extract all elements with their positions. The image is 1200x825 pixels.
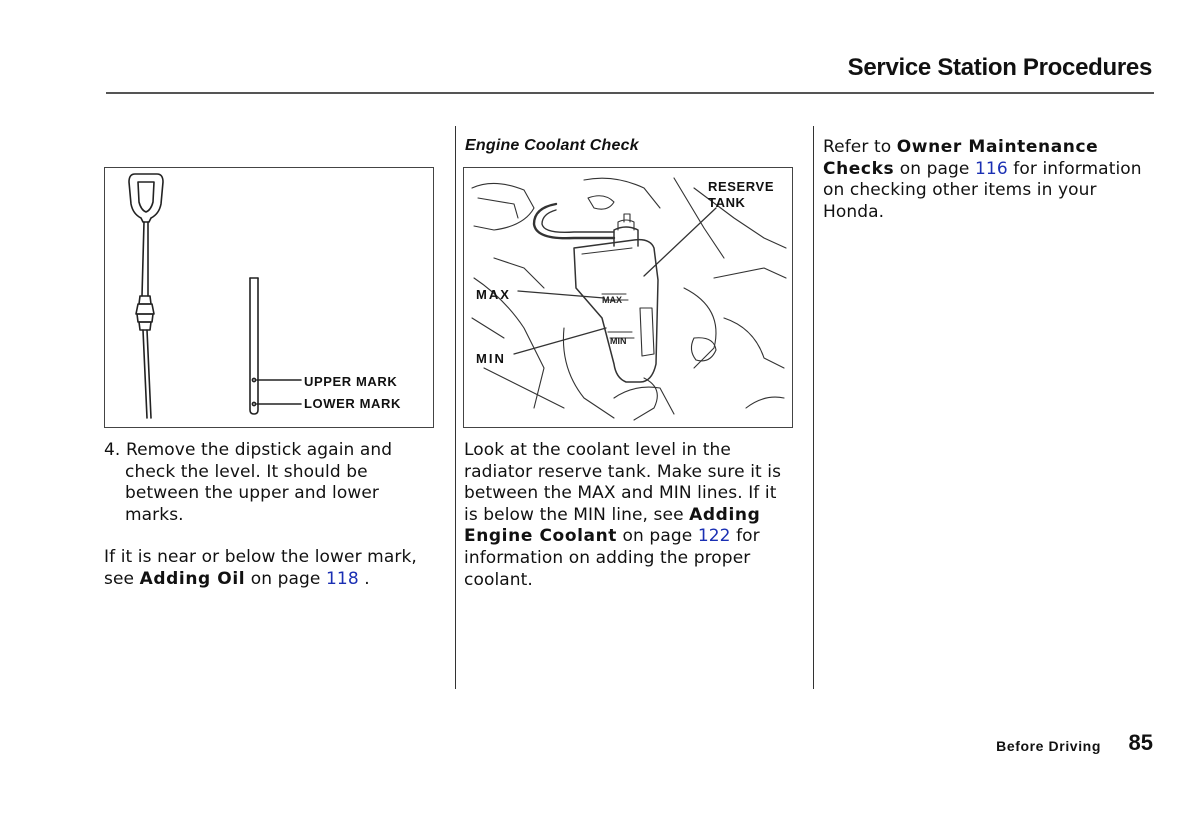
paragraph-text: for information on checking other items … <box>823 158 1142 222</box>
coolant-tank-illustration: MAX MIN <box>471 177 787 421</box>
header-rule <box>106 92 1154 94</box>
page-title: Service Station Procedures <box>847 54 1153 81</box>
reserve-tank-label-line2: TANK <box>708 195 746 210</box>
dipstick-illustration <box>128 173 302 419</box>
paragraph-text: If it is near or below the lower mark, s… <box>104 547 417 589</box>
column-3-text: Refer to Owner Maintenance Checks on pag… <box>823 137 1153 223</box>
paragraph-text: Look at the coolant level in the radiato… <box>464 440 782 525</box>
step-item: 4. Remove the dipstick again and check t… <box>104 440 434 526</box>
paragraph-text: on page <box>250 568 321 589</box>
paragraph-text: on page <box>622 526 693 547</box>
page-link-116[interactable]: 116 <box>975 158 1008 179</box>
page-link-118[interactable]: 118 <box>326 568 359 589</box>
max-label: MAX <box>476 287 511 302</box>
min-label: MIN <box>476 351 506 366</box>
page-link-122[interactable]: 122 <box>697 526 731 547</box>
column-divider-left <box>455 126 456 689</box>
column-2-text: Look at the coolant level in the radiato… <box>464 440 794 591</box>
paragraph-text: for information on adding the proper coo… <box>464 526 760 590</box>
coolant-figure: MAX MIN RESERVE TANK MAX MIN <box>463 167 793 428</box>
section-heading: Engine Coolant Check <box>465 137 639 154</box>
dipstick-figure: UPPER MARK LOWER MARK <box>104 167 434 428</box>
cross-reference-title: Adding Oil <box>139 568 246 589</box>
lower-mark-label: LOWER MARK <box>304 396 401 411</box>
cross-reference-title: Owner Maintenance Checks <box>823 137 1099 179</box>
footer-section-name: Before Driving <box>996 738 1101 754</box>
column-1-text: 4. Remove the dipstick again and check t… <box>104 440 434 591</box>
paragraph-text: Refer to <box>823 137 892 157</box>
tank-max-stamp: MAX <box>602 295 622 305</box>
column-divider-right <box>813 126 814 689</box>
reserve-tank-label-line1: RESERVE <box>708 179 775 194</box>
tank-min-stamp: MIN <box>610 336 627 346</box>
lower-mark-paragraph: If it is near or below the lower mark, s… <box>104 547 434 590</box>
paragraph-text: on page <box>899 158 970 179</box>
upper-mark-label: UPPER MARK <box>304 374 398 389</box>
step-number: 4. <box>104 440 121 460</box>
step-text: Remove the dipstick again and check the … <box>125 440 393 525</box>
cross-reference-title: Adding Engine Coolant <box>464 504 761 547</box>
page-number: 85 <box>1128 730 1153 755</box>
paragraph-text: . <box>364 568 370 589</box>
